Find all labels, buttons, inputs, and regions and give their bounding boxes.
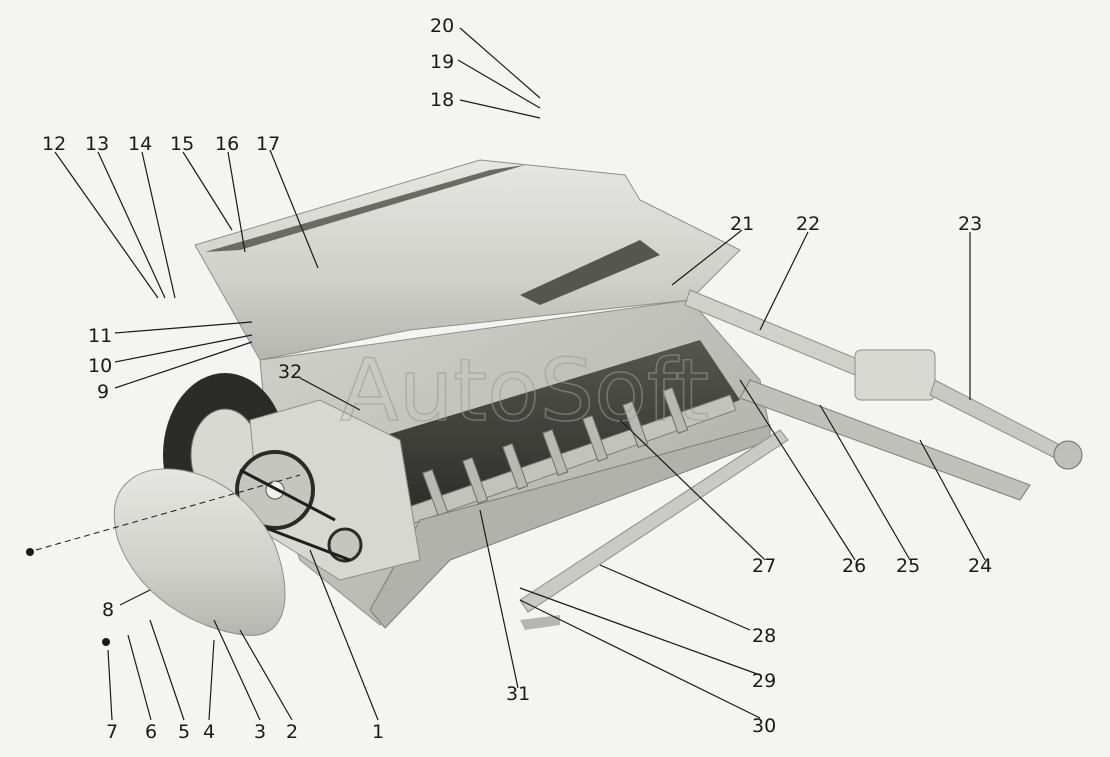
callout-7: 7 xyxy=(106,721,118,743)
pto-shaft xyxy=(929,379,1061,459)
callout-28: 28 xyxy=(752,625,776,647)
bolt-axis-line xyxy=(35,474,301,551)
cover-dark-slot xyxy=(520,240,660,305)
callout-20: 20 xyxy=(430,15,454,37)
callout-17: 17 xyxy=(256,133,280,155)
drive-belt xyxy=(239,468,351,562)
callout-4: 4 xyxy=(203,721,215,743)
callout-22: 22 xyxy=(796,213,820,235)
callout-labels: 1 2 3 4 5 6 7 8 9 10 11 12 13 14 15 16 1… xyxy=(42,15,992,743)
top-cover xyxy=(194,159,741,361)
leader-lines xyxy=(54,27,986,721)
callout-5: 5 xyxy=(178,721,190,743)
callout-8: 8 xyxy=(102,599,114,621)
callout-26: 26 xyxy=(842,555,866,577)
skid-plate xyxy=(519,429,789,613)
callout-29: 29 xyxy=(752,670,776,692)
pto-yoke xyxy=(1053,440,1083,470)
callout-23: 23 xyxy=(958,213,982,235)
callout-2: 2 xyxy=(286,721,298,743)
watermark: AutoSoft xyxy=(340,341,709,441)
rotor-flails xyxy=(422,386,689,516)
drawbar xyxy=(739,379,1031,501)
gearbox xyxy=(854,349,936,401)
bolt-left xyxy=(26,548,34,556)
bolt-lower xyxy=(102,638,110,646)
callout-30: 30 xyxy=(752,715,776,737)
callout-1: 1 xyxy=(372,721,384,743)
callout-27: 27 xyxy=(752,555,776,577)
callout-14: 14 xyxy=(128,133,152,155)
belt-guard xyxy=(113,468,286,636)
callout-9: 9 xyxy=(97,381,109,403)
callout-16: 16 xyxy=(215,133,239,155)
callout-21: 21 xyxy=(730,213,754,235)
callout-3: 3 xyxy=(254,721,266,743)
rotor-chamber xyxy=(370,340,740,520)
callout-6: 6 xyxy=(145,721,157,743)
callout-13: 13 xyxy=(85,133,109,155)
callout-10: 10 xyxy=(88,355,112,377)
front-plate xyxy=(369,424,771,629)
callout-11: 11 xyxy=(88,325,112,347)
callout-24: 24 xyxy=(968,555,992,577)
callout-25: 25 xyxy=(896,555,920,577)
pulley-small xyxy=(327,527,363,563)
cover-dark-stripe xyxy=(205,165,525,252)
callout-32: 32 xyxy=(278,361,302,383)
callout-18: 18 xyxy=(430,89,454,111)
callout-12: 12 xyxy=(42,133,66,155)
callout-15: 15 xyxy=(170,133,194,155)
callout-19: 19 xyxy=(430,51,454,73)
machine-drawing xyxy=(26,159,1083,646)
callout-31: 31 xyxy=(506,683,530,705)
skid-strip xyxy=(520,615,560,630)
